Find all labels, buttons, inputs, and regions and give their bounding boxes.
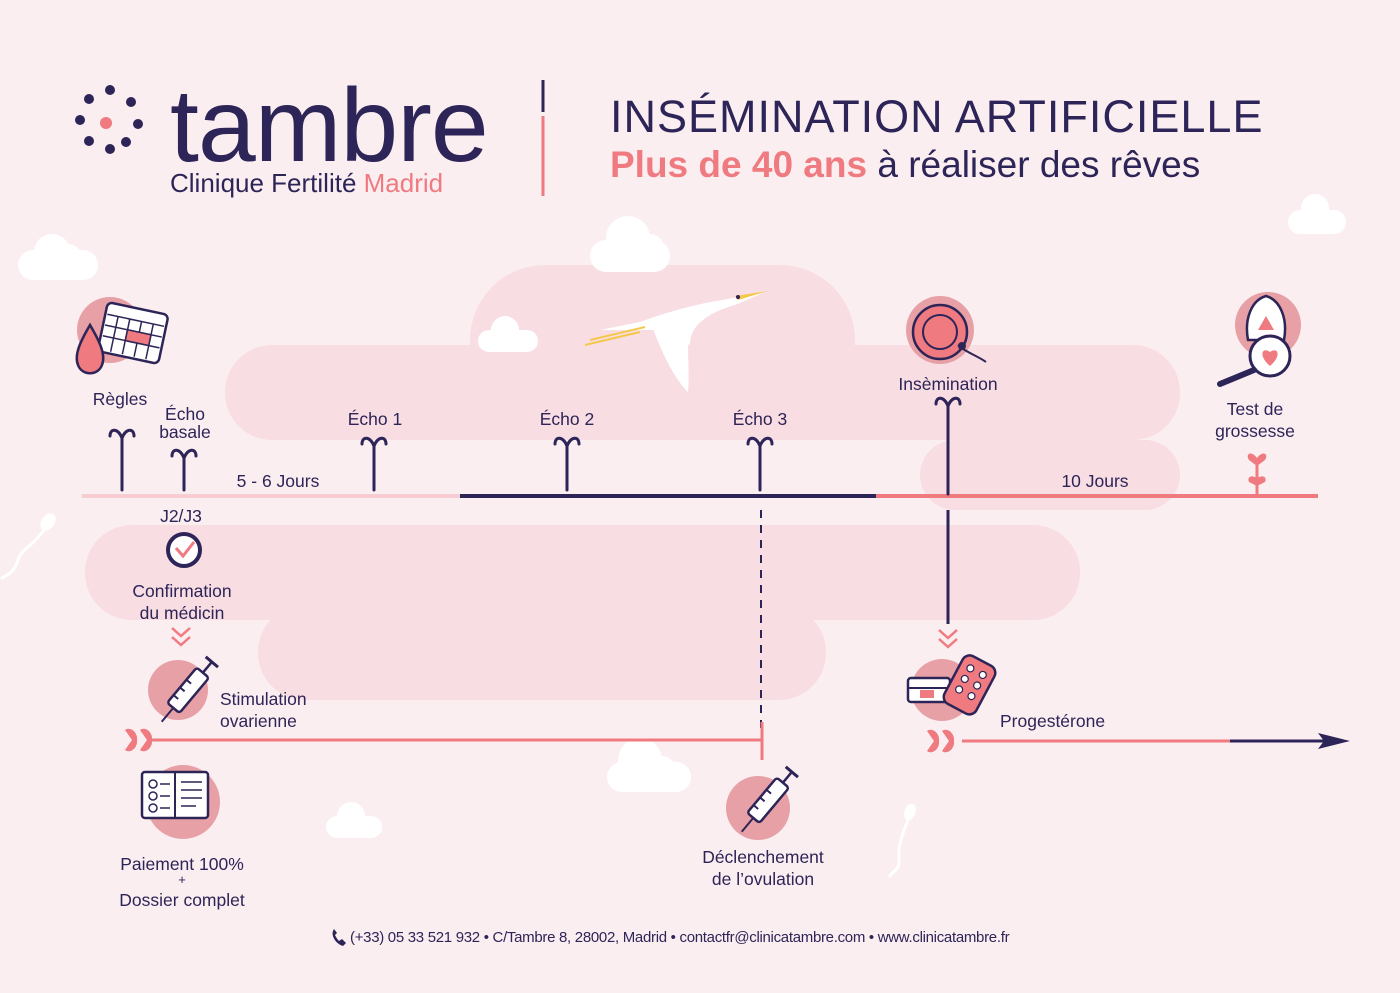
egg-icon	[911, 303, 987, 363]
marker-icon	[108, 428, 136, 492]
check-badge-icon	[166, 532, 202, 568]
phone-icon	[332, 929, 346, 946]
page-subtitle: Plus de 40 ans à réaliser des rêves	[610, 146, 1200, 183]
label-paiement-plus: +	[178, 872, 186, 887]
marker-icon	[553, 436, 581, 492]
heart-sprout-icon	[1247, 453, 1267, 494]
brand-subtitle: Clinique Fertilité Madrid	[170, 170, 443, 196]
brand-name: tambre	[170, 68, 489, 184]
sperm-icon	[0, 513, 56, 580]
label-echo-2: Écho 2	[539, 409, 595, 429]
label-declenchement-line1: Déclenchement	[702, 847, 824, 867]
label-echo-basale-line1: Écho	[165, 404, 205, 424]
background-blobs	[85, 265, 1180, 700]
marker-icon	[170, 448, 198, 492]
label-stimulation-line2: ovarienne	[220, 711, 297, 731]
label-stimulation-line1: Stimulation	[220, 689, 307, 709]
label-echo-3: Écho 3	[732, 409, 788, 429]
chevron-down-icon	[171, 627, 191, 647]
cloud-icon	[1288, 194, 1346, 234]
label-confirmation-line1: Confirmation	[132, 581, 232, 601]
label-interval-10-jours: 10 Jours	[1061, 471, 1129, 491]
label-progesterone: Progestérone	[1000, 711, 1106, 731]
label-echo-1: Écho 1	[347, 409, 403, 429]
syringe-icon	[160, 655, 219, 723]
cloud-icon	[326, 802, 382, 838]
cloud-icon	[18, 234, 98, 280]
subtitle-rest: à réaliser des rêves	[877, 144, 1201, 185]
label-declenchement-line2: de l’ovulation	[711, 869, 815, 889]
marker-icon	[746, 436, 774, 492]
footer-separator: •	[868, 929, 874, 946]
page-title: INSÉMINATION ARTIFICIELLE	[610, 91, 1264, 142]
footer-contact: (+33) 05 33 521 932 • C/Tambre 8, 28002,…	[350, 929, 1010, 946]
label-echo-basale-line2: basale	[159, 422, 211, 442]
pregnancy-test-icon	[1217, 294, 1292, 387]
chevron-down-icon	[938, 629, 958, 649]
logo-dots	[75, 85, 143, 154]
calendar-icon	[97, 301, 169, 365]
footer-website[interactable]: www.clinicatambre.fr	[877, 929, 1010, 946]
marker-icon	[360, 436, 388, 492]
label-interval-5-6-jours: 5 - 6 Jours	[236, 471, 320, 491]
double-heart-arrow-icon	[927, 729, 955, 753]
cloud-icon	[607, 738, 691, 792]
label-paiement-line2: Dossier complet	[119, 890, 245, 910]
brand-subtitle-main: Clinique Fertilité	[170, 168, 357, 198]
label-paiement-line1: Paiement 100%	[120, 854, 244, 874]
label-insemination: Insèmination	[898, 374, 998, 394]
cloud-icon	[478, 316, 538, 352]
label-confirmation-line2: du médicin	[139, 603, 225, 623]
marker-icon	[934, 396, 962, 496]
footer-separator: •	[670, 929, 676, 946]
sperm-icon	[888, 803, 916, 878]
footer-email[interactable]: contactfr@clinicatambre.com	[679, 929, 866, 946]
sperm-doodles	[0, 513, 916, 878]
syringe-icon	[740, 765, 799, 833]
label-test-line1: Test de	[1226, 399, 1284, 419]
cloud-icon	[590, 216, 670, 272]
subtitle-highlight: Plus de 40 ans	[610, 144, 868, 185]
stork-icon	[584, 291, 768, 392]
double-heart-arrow-icon	[125, 728, 153, 752]
document-icon	[140, 770, 210, 820]
label-j2-j3: J2/J3	[160, 506, 202, 526]
footer-separator: •	[483, 929, 489, 946]
pill-blister-icon	[942, 654, 997, 716]
blood-drop-icon	[75, 322, 105, 375]
footer-phone[interactable]: (+33) 05 33 521 932	[350, 929, 480, 946]
brand-subtitle-city: Madrid	[363, 168, 444, 198]
label-regles: Règles	[92, 389, 148, 409]
medicine-box-icon	[906, 676, 952, 704]
arrow-right-icon	[1318, 733, 1350, 749]
footer-address: C/Tambre 8, 28002, Madrid	[492, 929, 668, 946]
label-test-line2: grossesse	[1215, 421, 1295, 441]
timeline-markers	[108, 396, 962, 496]
clouds	[18, 194, 1346, 838]
